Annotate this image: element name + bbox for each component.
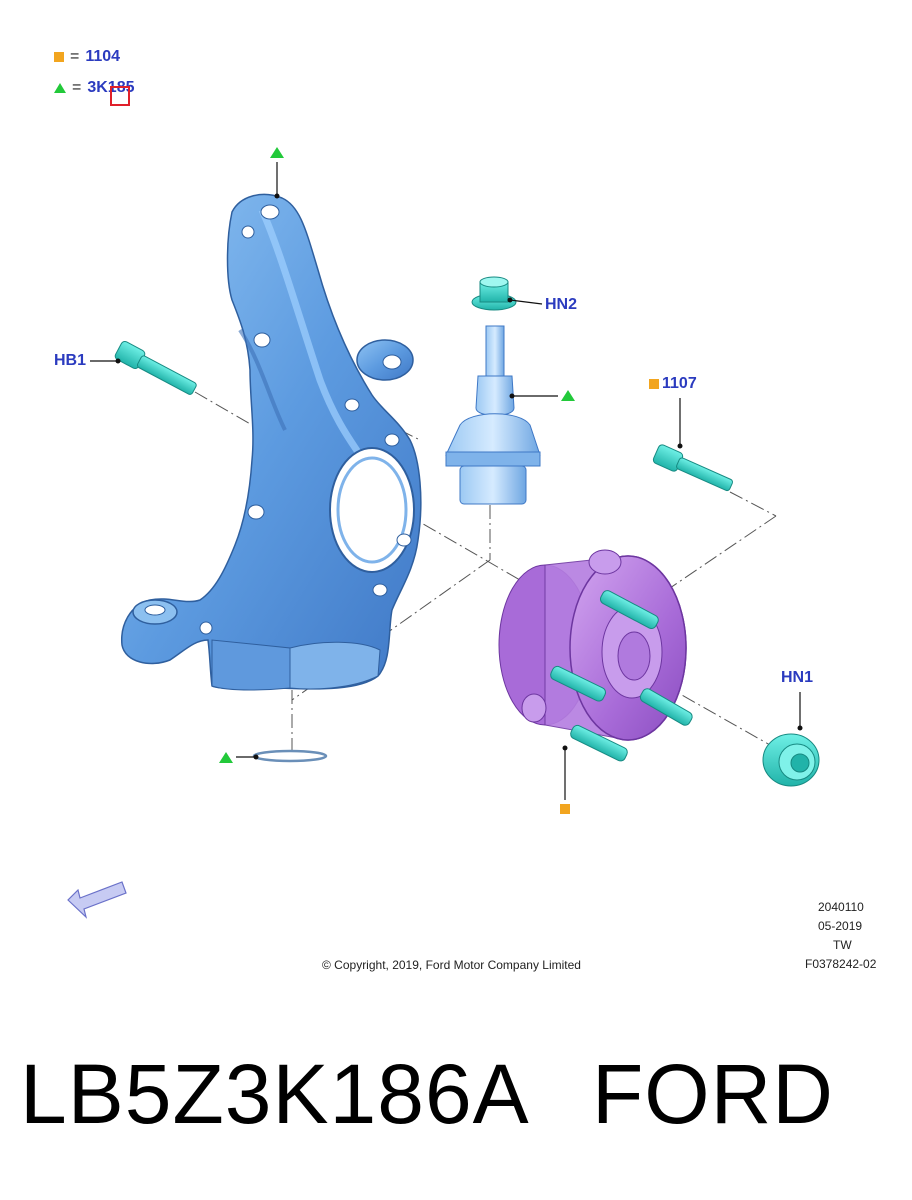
callout-hn2: HN2 (545, 296, 578, 313)
brand-name: FORD (592, 1047, 834, 1141)
callout-hn1: HN1 (781, 669, 814, 686)
wheel-hub-assembly (498, 549, 693, 762)
part-number: LB5Z3K186A (20, 1047, 530, 1141)
hn1-nut (762, 733, 820, 787)
triangle-marker-icon (561, 390, 575, 401)
hn2-nut (471, 276, 517, 311)
bolt-1107 (652, 444, 734, 492)
footer-figure-number: F0378242-02 (805, 957, 877, 971)
square-marker-icon (649, 379, 659, 389)
highlight-box (110, 86, 130, 106)
direction-arrow-icon (67, 881, 127, 919)
square-marker-icon (54, 52, 64, 62)
steering-knuckle (121, 193, 422, 691)
triangle-marker-icon (54, 83, 66, 93)
legend-code: 1104 (85, 48, 121, 65)
triangle-marker-icon (270, 147, 284, 158)
footer-date: 05-2019 (818, 919, 863, 933)
ball-joint (445, 325, 541, 505)
square-marker-icon (560, 804, 570, 814)
legend-equals: = (70, 48, 80, 65)
legend-row-square: = 1104 (54, 48, 120, 66)
callout-1107: 1107 (662, 375, 697, 392)
exploded-parts-illustration (67, 147, 820, 919)
leader-lines (90, 162, 801, 800)
footer-region: TW (833, 938, 852, 952)
footer-code: 2040110 (818, 900, 864, 914)
hb1-bolt (114, 340, 197, 395)
legend-equals: = (72, 79, 82, 96)
triangle-marker-icon (219, 752, 233, 763)
snap-ring (252, 749, 328, 763)
center-line-1107-a (729, 491, 777, 517)
copyright-text: © Copyright, 2019, Ford Motor Company Li… (322, 958, 581, 972)
callout-hb1: HB1 (54, 352, 87, 369)
leader-dots (115, 193, 803, 760)
